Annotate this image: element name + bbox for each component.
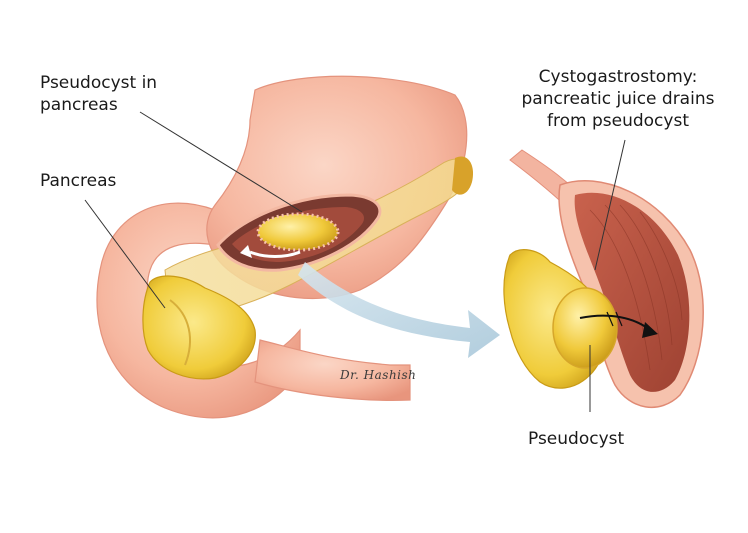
leader-pseudocyst-in-pancreas xyxy=(139,111,303,213)
cross-section-right xyxy=(503,149,704,409)
stomach-muscle xyxy=(574,192,690,392)
pancreatic-duct xyxy=(169,299,191,366)
label-pseudocyst-in-pancreas-line2: pancreas xyxy=(40,95,118,115)
pseudocyst-right xyxy=(552,287,618,369)
label-pseudocyst: Pseudocyst xyxy=(528,429,625,449)
drain-stitches xyxy=(606,311,623,327)
duodenum-lower xyxy=(254,339,411,401)
label-cystogastrostomy-line2: pancreatic juice drains xyxy=(521,89,715,109)
label-pseudocyst-in-pancreas-line1: Pseudocyst in xyxy=(40,73,158,93)
artist-signature: Dr. Hashish xyxy=(340,368,417,382)
transition-arrow xyxy=(298,262,500,358)
duodenum xyxy=(96,202,301,419)
pancreas-tail xyxy=(452,156,474,195)
label-cystogastrostomy-line3: from pseudocyst xyxy=(547,111,689,131)
stomach-left xyxy=(96,75,474,419)
drain-arrow-small xyxy=(249,250,301,258)
drain-arrowhead-small xyxy=(240,245,252,258)
label-pancreas: Pancreas xyxy=(40,171,117,191)
label-cystogastrostomy: Cystogastrostomy: pancreatic juice drain… xyxy=(508,66,728,132)
drain-arrowhead xyxy=(642,322,658,338)
muscle-texture xyxy=(589,204,683,371)
label-cystogastrostomy-line1: Cystogastrostomy: xyxy=(538,67,698,87)
label-pseudocyst-in-pancreas: Pseudocyst in pancreas xyxy=(40,72,157,116)
leader-pancreas xyxy=(84,199,166,309)
pseudocyst-left xyxy=(256,212,340,252)
leader-cystogastrostomy xyxy=(594,139,626,271)
leader-lines xyxy=(84,111,626,412)
